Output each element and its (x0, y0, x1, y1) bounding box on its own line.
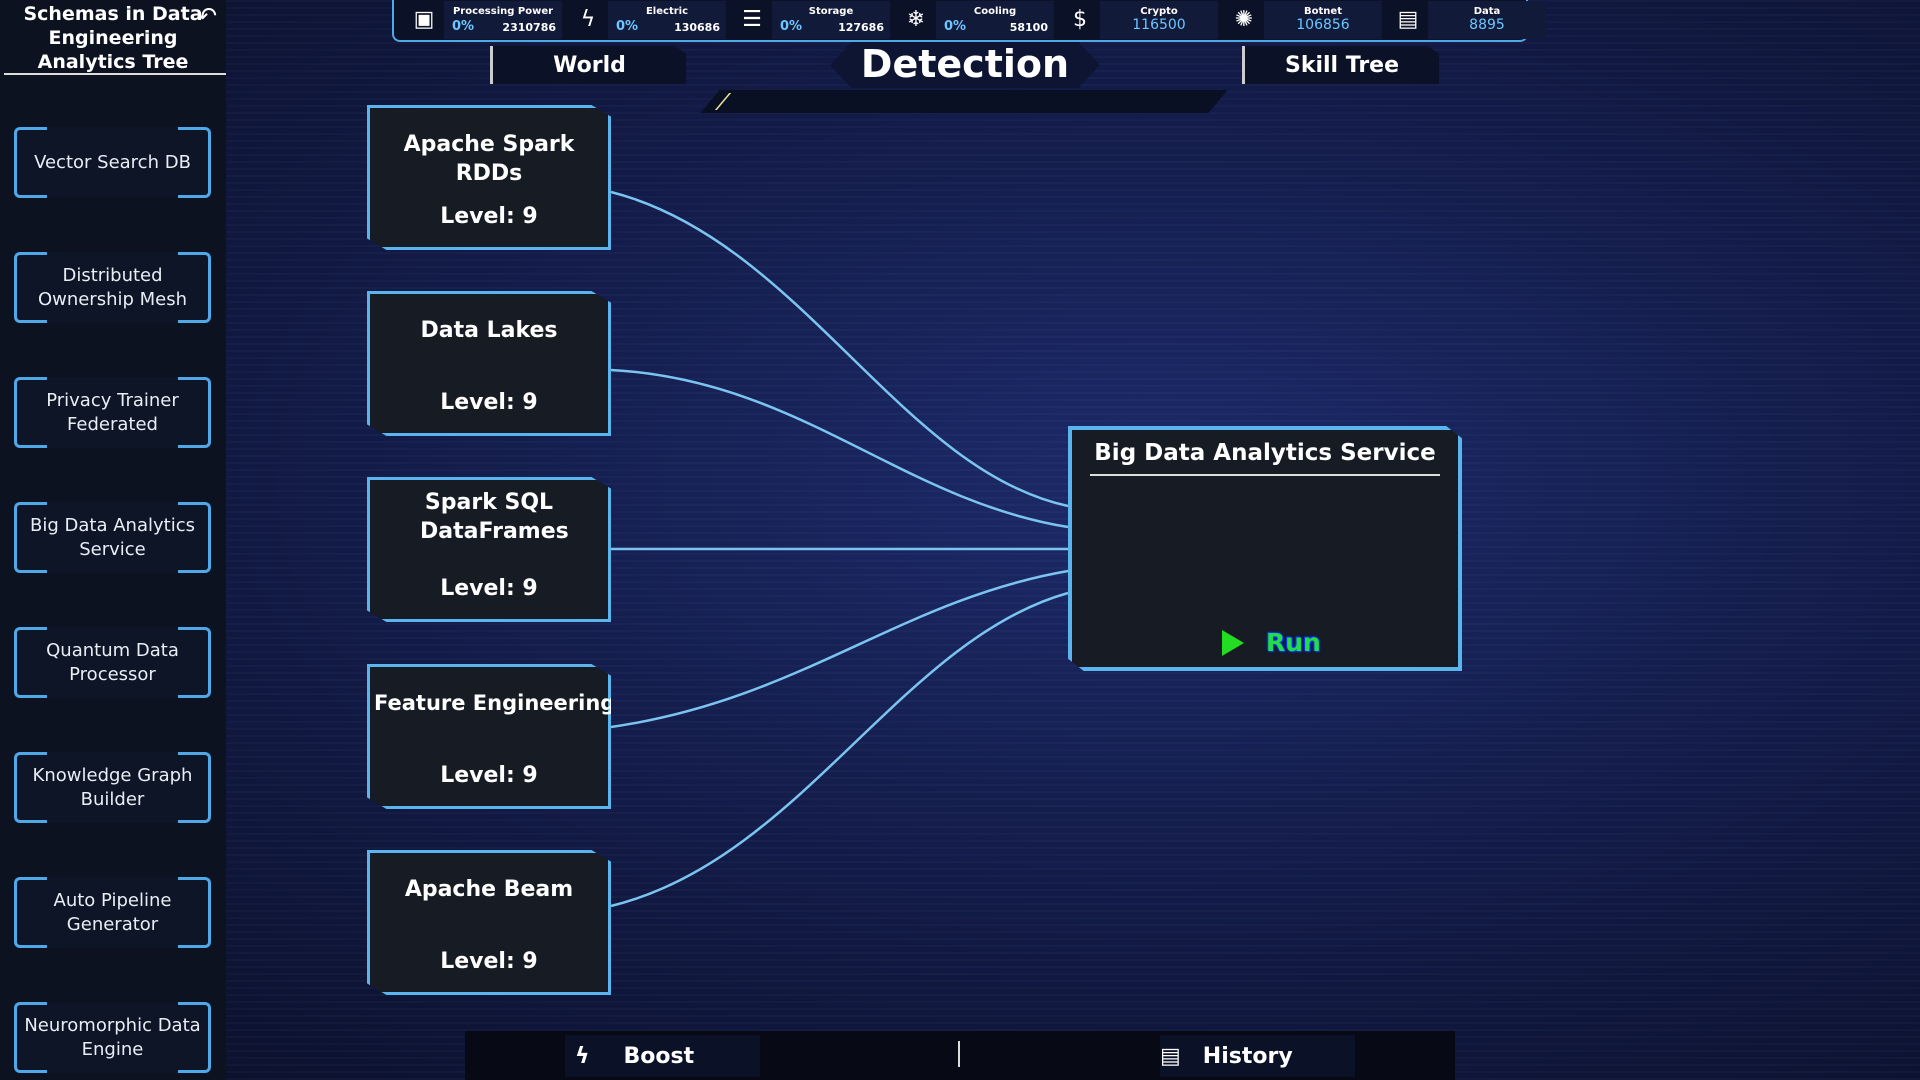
node-title: Spark SQL DataFrames (420, 490, 569, 544)
history-button[interactable]: ▤ History (1160, 1035, 1355, 1077)
botnet-icon: ✺ (1224, 1, 1264, 39)
cpu-icon: ▣ (404, 1, 444, 39)
resource-value: 2310786 (502, 21, 556, 34)
resource-label: Storage (808, 6, 854, 17)
resource-value: 116500 (1132, 17, 1186, 33)
target-title: Big Data Analytics Service (1094, 440, 1436, 466)
bottom-bar: ϟ Boost ▤ History (465, 1031, 1455, 1080)
resource-bar: ▣ Processing Power 0% 2310786 ϟ Electric 0% 13… (392, 0, 1546, 42)
run-label: Run (1266, 628, 1321, 657)
node-title: Apache Spark RDDs (403, 132, 575, 186)
divider (1090, 474, 1440, 476)
resource-value: 58100 (1009, 21, 1048, 34)
lightning-icon: ϟ (575, 1043, 590, 1069)
boost-button[interactable]: ϟ Boost (565, 1035, 760, 1077)
resource-percent: 0% (944, 19, 967, 34)
snowflake-icon: ❄ (896, 1, 936, 39)
coin-icon: $ (1060, 1, 1100, 39)
resource-label: Crypto (1140, 6, 1178, 17)
resource-value: 127686 (838, 21, 884, 34)
link-2 (610, 368, 1069, 529)
sidebar-item-neuromorphic-data-engine[interactable]: Neuromorphic Data Engine (14, 1002, 211, 1073)
resource-processing-power: ▣ Processing Power 0% 2310786 (404, 1, 562, 39)
storage-icon: ☰ (732, 1, 772, 39)
node-level: Level: 9 (440, 763, 538, 788)
resource-label: Cooling (973, 6, 1017, 17)
node-level: Level: 9 (440, 576, 538, 601)
progress-fill (714, 93, 732, 110)
resource-value: 106856 (1296, 17, 1350, 33)
document-icon: ▤ (1160, 1043, 1181, 1069)
sidebar-item-vector-search-db[interactable]: Vector Search DB (14, 127, 211, 198)
resource-cooling: ❄ Cooling 0% 58100 (896, 1, 1054, 39)
resource-label: Botnet (1304, 6, 1342, 17)
sidebar-item-big-data-analytics[interactable]: Big Data Analytics Service (14, 502, 211, 573)
history-label: History (1202, 1043, 1293, 1069)
detection-progress-bar (700, 90, 1228, 113)
resource-value: 130686 (674, 21, 720, 34)
link-4 (610, 569, 1069, 729)
target-node: Big Data Analytics Service Run (1068, 426, 1462, 671)
resource-label: Electric (645, 6, 689, 17)
boost-label: Boost (623, 1043, 695, 1069)
sidebar-item-knowledge-graph-builder[interactable]: Knowledge Graph Builder (14, 752, 211, 823)
node-level: Level: 9 (440, 390, 538, 415)
sidebar-item-quantum-data-processor[interactable]: Quantum Data Processor (14, 627, 211, 698)
resource-value: 8895 (1469, 17, 1505, 33)
sidebar-item-distributed-ownership-mesh[interactable]: Distributed Ownership Mesh (14, 252, 211, 323)
resource-storage: ☰ Storage 0% 127686 (732, 1, 890, 39)
tree-title: Schemas in Data Engineering Analytics Tr… (23, 3, 203, 73)
divider (4, 73, 226, 75)
sidebar-item-auto-pipeline-generator[interactable]: Auto Pipeline Generator (14, 877, 211, 948)
play-icon (1222, 629, 1244, 656)
link-1 (610, 190, 1069, 508)
sidebar: Schemas in Data Engineering Analytics Tr… (0, 0, 226, 1080)
resource-label: Processing Power (452, 6, 554, 17)
resource-percent: 0% (452, 19, 475, 34)
tab-skill-tree[interactable]: Skill Tree (1242, 46, 1439, 84)
node-level: Level: 9 (440, 949, 538, 974)
back-arrow-icon[interactable]: ↶ (197, 2, 218, 30)
link-5 (610, 591, 1069, 908)
node-title: Feature Engineering (374, 691, 616, 715)
folder-chart-icon: ▤ (1388, 1, 1428, 39)
tab-world[interactable]: World (490, 46, 686, 84)
sidebar-item-privacy-trainer[interactable]: Privacy Trainer Federated (14, 377, 211, 448)
resource-label: Data (1473, 6, 1501, 17)
divider (958, 1041, 960, 1067)
node-title: Data Lakes (420, 318, 558, 343)
resource-electric: ϟ Electric 0% 130686 (568, 1, 726, 39)
node-title: Apache Beam (404, 877, 574, 902)
run-button[interactable]: Run (1222, 628, 1321, 657)
resource-percent: 0% (780, 19, 803, 34)
electric-icon: ϟ (568, 1, 608, 39)
node-level: Level: 9 (440, 204, 538, 229)
page-title: Detection (830, 42, 1100, 88)
resource-percent: 0% (616, 19, 639, 34)
